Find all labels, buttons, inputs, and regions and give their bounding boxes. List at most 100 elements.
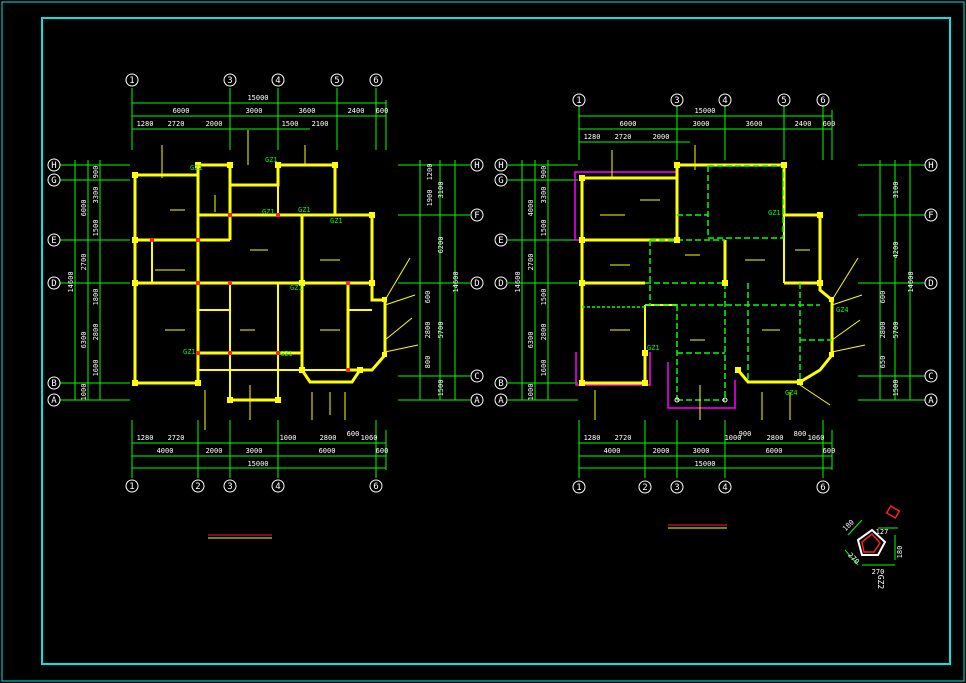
axis-label: F	[474, 211, 479, 221]
column-tag: GZ4	[785, 389, 798, 397]
dimension-text: 14600	[67, 271, 75, 292]
dimension-text: 900	[540, 166, 548, 179]
dimension-text: 1060	[361, 434, 378, 442]
right-column-tags: GZ1 GZ1 GZ4 GZ4	[647, 209, 849, 397]
dimension-text: 1500	[540, 220, 548, 237]
right-open-markers	[674, 397, 728, 403]
axis-label: 4	[275, 482, 280, 492]
column-tag: GZ1	[768, 209, 781, 217]
dimension-text: 180	[841, 518, 856, 533]
axis-label: 3	[227, 482, 232, 492]
right-axis-bubbles	[494, 93, 938, 494]
dimension-text: 2400	[795, 120, 812, 128]
axis-label: 3	[674, 96, 679, 106]
dimension-text: 2800	[767, 434, 784, 442]
dimension-text: 3000	[693, 447, 710, 455]
left-plan-right-dimensions: 14600 6200 5700 1200 3100 1900 600 2800 …	[424, 164, 460, 397]
dimension-text: 600	[879, 291, 887, 304]
dimension-text: 1000	[280, 434, 297, 442]
dimension-text: 3300	[92, 187, 100, 204]
dimension-text: 6000	[173, 107, 190, 115]
axis-label: A	[498, 396, 504, 406]
axis-label: 6	[373, 76, 378, 86]
dimension-text: 1000	[725, 434, 742, 442]
right-top-dimensions: 15000 6000 3000 3600 2400 600 1280 2720 …	[584, 107, 836, 141]
dimension-text: 1600	[540, 360, 548, 377]
dimension-text: 5700	[892, 322, 900, 339]
column-section-shape	[856, 528, 887, 556]
dimension-text: 600	[347, 430, 360, 438]
axis-label: A	[928, 396, 934, 406]
dimension-text: 3000	[246, 447, 263, 455]
column-section-red	[861, 532, 881, 553]
dimension-text: 2000	[206, 120, 223, 128]
dimension-text: 800	[794, 430, 807, 438]
dimension-text: 900	[739, 430, 752, 438]
right-columns	[579, 162, 834, 386]
left-bottom-dimensions: 1280 2720 1000 2800 600 1060 4000 2000 3…	[137, 430, 389, 468]
dimension-text: 6000	[319, 447, 336, 455]
axis-label: E	[498, 236, 503, 246]
axis-label: 4	[275, 76, 280, 86]
axis-label: A	[474, 396, 480, 406]
dimension-text: 14600	[452, 271, 460, 292]
dimension-text: 1600	[92, 360, 100, 377]
dimension-text: 2800	[92, 324, 100, 341]
column-tag: GZ1	[280, 350, 293, 358]
dimension-text: 3000	[246, 107, 263, 115]
dimension-text: 3000	[693, 120, 710, 128]
axis-label: 1	[129, 76, 134, 86]
dimension-text: 1500	[282, 120, 299, 128]
dimension-text: 2700	[80, 254, 88, 271]
dimension-text: 2000	[653, 447, 670, 455]
axis-label: 1	[576, 483, 581, 493]
dimension-text: 3300	[540, 187, 548, 204]
axis-label: 1	[576, 96, 581, 106]
axis-label: H	[474, 161, 479, 171]
axis-label: 1	[129, 482, 134, 492]
axis-label: B	[51, 379, 56, 389]
axis-label: G	[51, 176, 56, 186]
dimension-text: 5700	[437, 322, 445, 339]
axis-label: 6	[373, 482, 378, 492]
dimension-text: 800	[424, 356, 432, 369]
dimension-text: 3100	[892, 182, 900, 199]
dimension-text: 6300	[527, 332, 535, 349]
dimension-text: 15000	[694, 460, 715, 468]
dimension-text: 15000	[247, 460, 268, 468]
dimension-text: 3100	[437, 182, 445, 199]
axis-label: 3	[674, 483, 679, 493]
axis-label: H	[498, 161, 503, 171]
dimension-text: 600	[823, 120, 836, 128]
axis-label: C	[928, 372, 933, 382]
left-leader-lines	[155, 130, 419, 430]
inner-frame	[41, 17, 951, 665]
axis-label: D	[498, 279, 503, 289]
dimension-text: 600	[823, 447, 836, 455]
axis-label: D	[474, 279, 479, 289]
dimension-text: 1800	[92, 289, 100, 306]
dimension-text: 900	[92, 166, 100, 179]
dimension-text: 2400	[348, 107, 365, 115]
column-tag: GZ1	[265, 156, 278, 164]
column-tag: GZ1	[183, 348, 196, 356]
dimension-text: 1280	[137, 434, 154, 442]
dimension-text: 15000	[247, 94, 268, 102]
axis-label: H	[928, 161, 933, 171]
dimension-text: 2720	[615, 434, 632, 442]
dimension-text: 1280	[584, 434, 601, 442]
axis-label: D	[928, 279, 933, 289]
dimension-text: 1280	[137, 120, 154, 128]
column-detail-marker	[885, 505, 901, 519]
dimension-text: 2720	[168, 120, 185, 128]
column-tag: GZ4	[836, 306, 849, 314]
column-tag: GZ1	[262, 208, 275, 216]
axis-label: H	[51, 161, 56, 171]
dimension-text: 6000	[80, 200, 88, 217]
right-dashed-beams	[582, 165, 832, 401]
dimension-text: 600	[376, 107, 389, 115]
column-tag: GZ1	[330, 217, 343, 225]
right-axis-labels: 1 3 4 5 6 1 2 3 4 6 H G E D B A H F D C …	[498, 96, 934, 493]
dimension-text: 1500	[437, 380, 445, 397]
left-column-tags: GZ1 GZ1 GZ1 GZ1 GZ1 GZ1 GZ1 GZ1	[183, 156, 343, 358]
